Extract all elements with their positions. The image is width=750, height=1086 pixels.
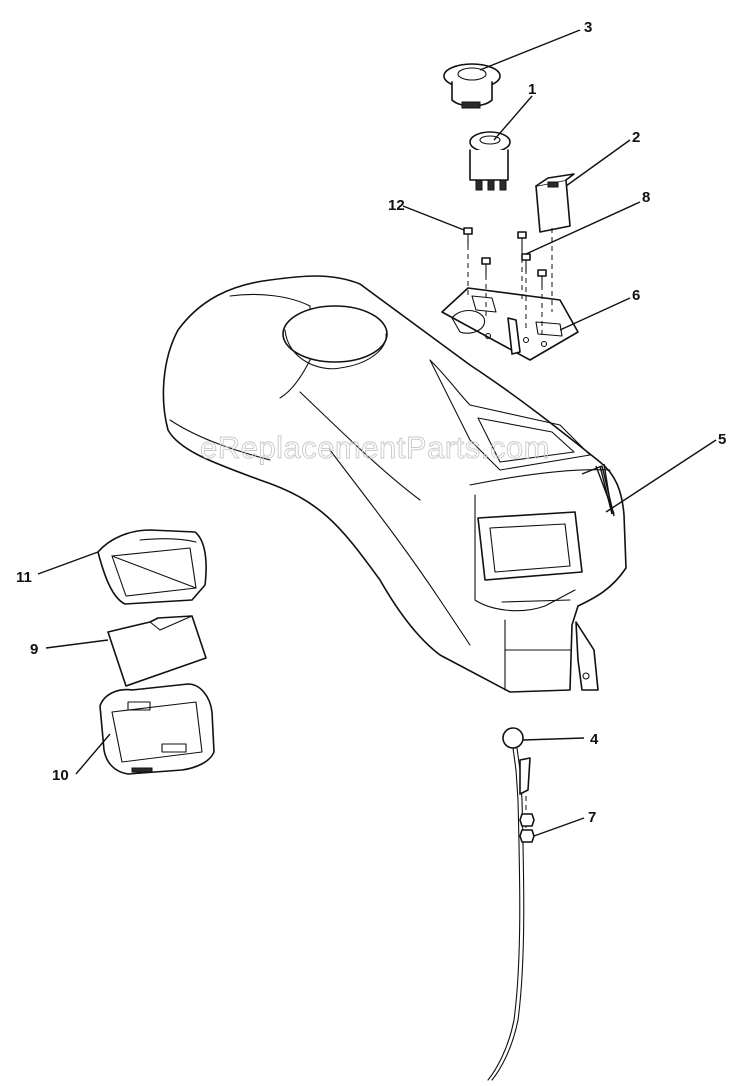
- cover-panel: [107, 615, 207, 687]
- callout-10: 10: [52, 767, 69, 784]
- callout-9: 9: [30, 641, 38, 658]
- callout-8: 8: [642, 189, 650, 206]
- callout-7: 7: [588, 809, 596, 826]
- callout-5: 5: [718, 431, 726, 448]
- callout-1: 1: [528, 81, 536, 98]
- callout-labels: 3 1 2 8 12 6 5 11 9 10 4 7: [16, 19, 726, 826]
- console-body: [162, 275, 627, 693]
- callout-6: 6: [632, 287, 640, 304]
- bolt-12: [463, 227, 473, 247]
- callout-11: 11: [16, 569, 32, 586]
- leader-lines: [37, 29, 641, 837]
- ignition-switch: [443, 63, 501, 109]
- nut-7: [519, 813, 535, 843]
- callout-2: 2: [632, 129, 640, 146]
- pto-switch: [469, 131, 511, 191]
- bezel-sleeve: [97, 529, 207, 605]
- callout-12: 12: [388, 197, 405, 214]
- hour-meter: [535, 173, 575, 233]
- shift-knob-assembly: [487, 727, 535, 1081]
- watermark-text: eReplacementParts.com: [200, 430, 550, 465]
- callout-4: 4: [590, 731, 599, 748]
- callout-3: 3: [584, 19, 592, 36]
- gasket-frame: [99, 683, 215, 775]
- mounting-plate: [441, 287, 579, 361]
